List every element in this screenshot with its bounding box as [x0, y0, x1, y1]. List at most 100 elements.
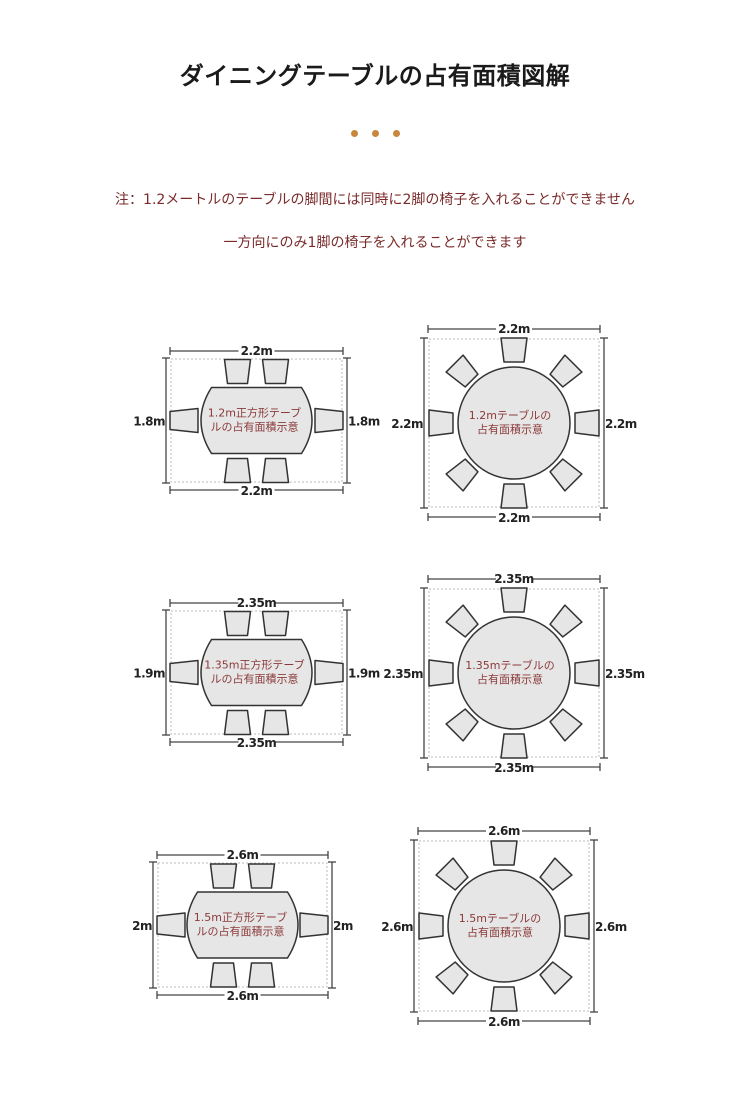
table-label: 占有面積示意 — [477, 672, 543, 686]
dimension-label-top: 2.35m — [494, 572, 534, 586]
dimension-label-right: 2.6m — [595, 920, 627, 934]
chair-icon — [209, 863, 238, 889]
label-background — [238, 596, 275, 610]
chair-icon — [445, 354, 479, 388]
dimension-label-left: 1.9m — [133, 667, 165, 681]
chair-icon — [539, 961, 573, 995]
label-background — [238, 736, 275, 750]
table-label: ルの占有面積示意 — [211, 420, 299, 434]
dimension-label-left: 2.35m — [383, 667, 423, 681]
page-title: ダイニングテーブルの占有面積図解 — [179, 62, 571, 90]
dimension-label-right: 1.8m — [348, 415, 380, 429]
chair-icon — [428, 659, 454, 687]
dimension-label-top: 2.6m — [488, 824, 520, 838]
table-shape — [457, 366, 571, 480]
chair-icon — [435, 857, 469, 891]
chair-icon — [500, 733, 528, 759]
dot-icon — [371, 130, 379, 137]
label-background — [238, 344, 275, 358]
table-shape — [200, 638, 313, 707]
chair-icon — [490, 986, 518, 1012]
chair-icon — [435, 961, 469, 995]
chair-icon — [314, 659, 344, 686]
label-background — [496, 572, 532, 586]
dimension-label-left: 2m — [132, 919, 152, 933]
chair-icon — [261, 457, 290, 484]
chair-icon — [169, 407, 199, 434]
table-label: ルの占有面積示意 — [197, 924, 285, 938]
decorative-dots — [0, 130, 750, 137]
label-background — [496, 511, 532, 525]
chair-icon — [574, 409, 600, 437]
chair-icon — [490, 840, 518, 866]
dimension-label-bottom: 2.2m — [241, 484, 273, 498]
dimension-label-bottom: 2.35m — [494, 761, 534, 775]
chair-icon — [209, 962, 238, 988]
chair-icon — [223, 709, 252, 736]
table-label: 1.5mテーブルの — [459, 911, 542, 925]
chair-icon — [428, 409, 454, 437]
label-background — [224, 848, 261, 862]
note-line-2: 一方向にのみ1脚の椅子を入れることができます — [223, 235, 527, 251]
label-background — [496, 761, 532, 775]
chair-icon — [299, 912, 329, 938]
chair-icon — [549, 458, 583, 492]
table-label: ルの占有面積示意 — [211, 672, 299, 686]
chair-icon — [445, 458, 479, 492]
chair-icon — [564, 912, 590, 940]
dimension-label-left: 2.2m — [391, 417, 423, 431]
chair-icon — [539, 857, 573, 891]
dimension-label-bottom: 2.6m — [488, 1015, 520, 1029]
label-background — [486, 1015, 522, 1029]
chair-icon — [500, 587, 528, 613]
label-background — [224, 989, 261, 1003]
dimension-label-top: 2.2m — [241, 344, 273, 358]
chair-icon — [549, 604, 583, 638]
dimension-label-right: 2.2m — [605, 417, 637, 431]
chair-icon — [574, 659, 600, 687]
chair-icon — [223, 610, 252, 637]
dimension-label-left: 2.6m — [381, 920, 413, 934]
table-label: 1.5m正方形テーブ — [194, 910, 288, 924]
chair-icon — [247, 962, 276, 988]
chair-icon — [223, 358, 252, 385]
dimension-label-top: 2.2m — [498, 322, 530, 336]
chair-icon — [549, 708, 583, 742]
table-shape — [200, 386, 313, 455]
chair-icon — [500, 337, 528, 363]
chair-icon — [169, 659, 199, 686]
chair-icon — [223, 457, 252, 484]
chair-icon — [261, 358, 290, 385]
dimension-label-right: 2.35m — [605, 667, 645, 681]
dimension-label-bottom: 2.2m — [498, 511, 530, 525]
chair-icon — [156, 912, 186, 938]
table-label: 1.2m正方形テーブ — [208, 406, 302, 420]
table-label: 1.35mテーブルの — [465, 658, 555, 672]
dot-icon — [350, 130, 358, 137]
chair-icon — [314, 407, 344, 434]
table-shape — [457, 616, 571, 730]
chair-icon — [418, 912, 444, 940]
label-background — [486, 824, 522, 838]
dimension-label-bottom: 2.35m — [237, 736, 277, 750]
dimension-label-top: 2.35m — [237, 596, 277, 610]
dimension-label-right: 2m — [333, 919, 353, 933]
chair-icon — [261, 709, 290, 736]
dimension-label-left: 1.8m — [133, 415, 165, 429]
table-label: 1.35m正方形テーブ — [204, 658, 305, 672]
table-shape — [186, 891, 299, 959]
table-label: 占有面積示意 — [477, 422, 543, 436]
dot-icon — [392, 130, 400, 137]
label-background — [496, 322, 532, 336]
dimension-label-bottom: 2.6m — [227, 989, 259, 1003]
chair-icon — [247, 863, 276, 889]
dimension-label-right: 1.9m — [348, 667, 380, 681]
dimension-label-top: 2.6m — [227, 848, 259, 862]
label-background — [238, 484, 275, 498]
